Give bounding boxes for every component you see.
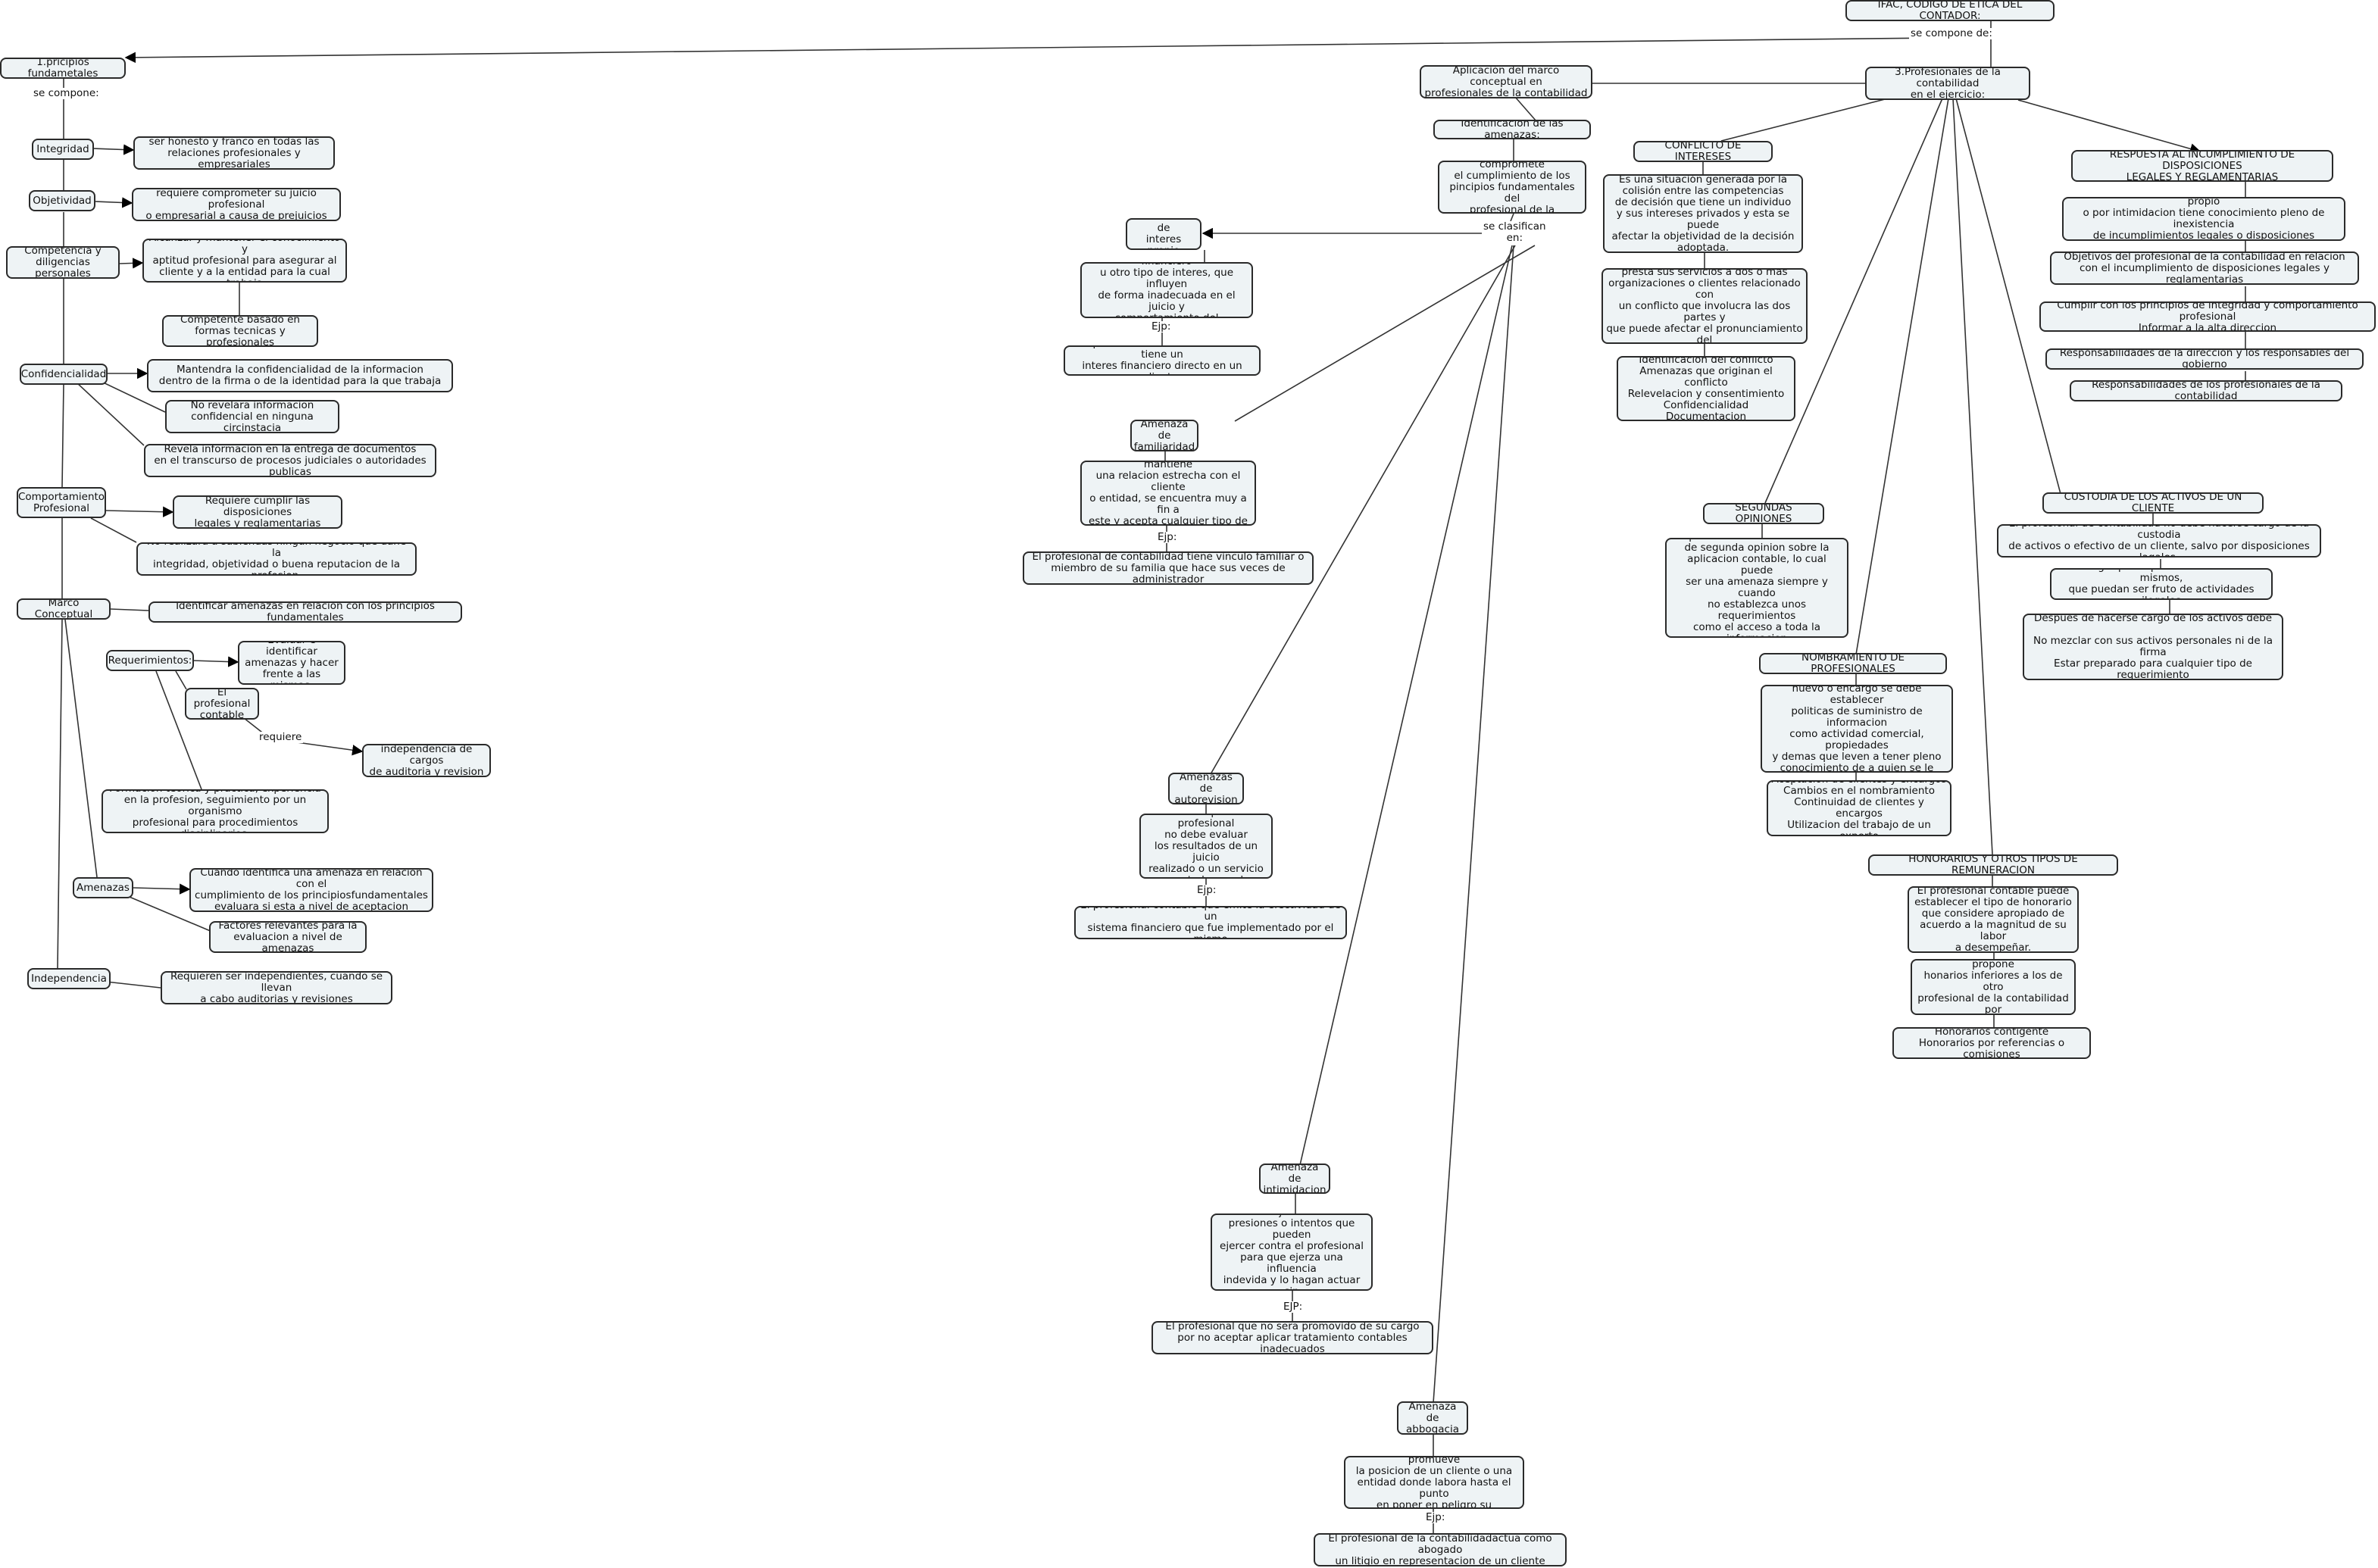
custodia-node[interactable]: CUSTODIA DE LOS ACTIVOS DE UN CLIENTE (2042, 492, 2264, 514)
independencia-cargos-node: independencia de cargos de auditoria y r… (362, 744, 491, 777)
respuesta-desc-3: Cumplir con los principios de integridad… (2039, 301, 2376, 332)
independencia-node[interactable]: Independencia (27, 968, 111, 989)
segundas-node[interactable]: SEGUNDAS OPINIONES (1703, 503, 1824, 524)
honorarios-desc-1: El profesional contable puede establecer… (1908, 886, 2079, 953)
custodia-desc-2: Indagar por la procedencia de los mismos… (2050, 568, 2273, 600)
familiaridad-node[interactable]: Amenaza de familiaridad (1130, 420, 1198, 451)
integridad-desc: ser honesto y franco en todas las relaci… (133, 136, 335, 170)
root-node[interactable]: IFAC, CODIGO DE ETICA DEL CONTADOR: (1845, 0, 2055, 21)
req-desc-1: Evaluar e identificar amenazas y hacer f… (238, 641, 345, 685)
profesional-contable-node[interactable]: El profesional contable (185, 688, 259, 720)
nombramiento-desc-1: En el momento de aceptacion de un nuevo … (1761, 685, 1953, 773)
conflicto-desc-1: Es una situación generada por la colisió… (1603, 174, 1803, 253)
requerimientos-node[interactable]: Requerimientos: (106, 650, 194, 671)
conflicto-node[interactable]: CONFLICTO DE INTERESES (1633, 141, 1773, 162)
root-link-label: se compone de: (1909, 27, 1994, 39)
abbogacia-ej-label: Ejp: (1424, 1511, 1447, 1523)
respuesta-desc-5: Responsabilidades de los profesionales d… (2070, 380, 2342, 401)
aplicacion-node[interactable]: Aplicación del marco conceptual en profe… (1420, 65, 1592, 98)
marco-desc-1: Identificar amenazas en relacion con los… (148, 601, 462, 623)
requiere-link-label: requiere (258, 731, 304, 743)
identificacion-node[interactable]: Identificacion de las amenazas: (1433, 120, 1591, 139)
intimidacion-desc: es aquella en la que se ejercen presione… (1211, 1213, 1373, 1291)
interes-propio-node[interactable]: Amenazas de interes propio (1126, 218, 1201, 250)
conf-desc-1: Mantendra la confidencialidad de la info… (147, 359, 453, 392)
autorevision-ej-label: Ejp: (1195, 884, 1218, 896)
honorarios-node[interactable]: HONORARIOS Y OTROS TIPOS DE REMUNERACION (1868, 854, 2118, 876)
formacion-node: Formacion teorica y practica, experienci… (102, 789, 329, 833)
abbogacia-desc: En la que el profesional promueve la pos… (1344, 1456, 1524, 1509)
competencia-node[interactable]: Competencia y diligencias personales (6, 246, 120, 279)
profesionales-ejercicio-node[interactable]: 3.Profesionales de la contabilidad en el… (1865, 67, 2030, 100)
custodia-desc-1: El profesional de contabilidad no debe h… (1997, 524, 2321, 558)
comportamiento-node[interactable]: Comportamiento Profesional (17, 487, 106, 518)
segundas-desc: El profesional de contabilidad puede rec… (1665, 538, 1848, 638)
abbogacia-node[interactable]: Amenaza de abbogacia (1397, 1401, 1468, 1435)
integridad-node[interactable]: Integridad (32, 139, 94, 160)
honorarios-desc-3: Honorarios contigente Honorarios por ref… (1892, 1027, 2091, 1059)
principios-node[interactable]: 1.pricipios fundametales (0, 58, 126, 79)
amen-desc-2: Factores relevantes para la evaluacion a… (209, 921, 367, 953)
principios-link-label: se compone: (32, 87, 101, 99)
abbogacia-ejemplo: El profesional de la contabilidadactua c… (1314, 1533, 1567, 1566)
nombramiento-node[interactable]: NOMBRAMIENTO DE PROFESIONALES (1759, 653, 1947, 674)
intimidacion-ej-label: EJP: (1282, 1301, 1305, 1313)
competencia-desc: Alcanzar y mantener el conocimiento y ap… (142, 239, 347, 283)
interes-ej-label: Ejp: (1150, 320, 1173, 333)
respuesta-desc-1: Cuando el profesional de la contabilidad… (2062, 197, 2345, 241)
conf-desc-2: No revelara informacion confidencial en … (165, 400, 339, 433)
objetividad-desc: requiere comprometer su juicio profesion… (132, 188, 341, 221)
autorevision-node[interactable]: Amenazas de autorevision (1168, 773, 1244, 804)
marco-node[interactable]: Marco Conceptual (17, 598, 111, 620)
competente-node: Competente basado en formas tecnicas y p… (162, 315, 318, 347)
comp-desc-1: Requiere cumplir las disposiciones legal… (173, 495, 342, 529)
respuesta-desc-4: Responsabilidades de la direccion y los … (2045, 348, 2364, 370)
respuesta-node[interactable]: RESPUESTA AL INCUMPLIMIENTO DE DISPOSICI… (2071, 150, 2333, 182)
honorarios-desc-2: Cuando otro profesional propone honarios… (1911, 959, 2076, 1015)
amenaza-definicion-node: es aquella que compromete el cumplimient… (1438, 161, 1586, 214)
objetividad-node[interactable]: Objetividad (29, 190, 95, 211)
autorevision-ejemplo: El profesional contable que emite la efe… (1074, 906, 1347, 939)
conflicto-desc-3: Identificacion del conflicto Amenazas qu… (1617, 356, 1795, 421)
nombramiento-desc-2: Aceptacion de clientes y encargos Cambio… (1767, 780, 1951, 836)
familiaridad-desc: En la que el profesional mantiene una re… (1080, 461, 1256, 526)
amen-desc-1: Cuando identifica una amenaza en relacio… (189, 868, 433, 912)
familiaridad-ej-label: Ejp: (1156, 531, 1179, 543)
conf-desc-3: Revela informacion en la entrega de docu… (144, 444, 436, 477)
familiaridad-ejemplo: El profesional de contabilidad tiene vin… (1023, 551, 1314, 585)
conflicto-desc-2: Cuando el profesional de contabilidad pr… (1601, 268, 1808, 344)
indep-desc-1: Requieren ser independientes, cuando se … (161, 971, 392, 1004)
custodia-desc-3: Despues de hacerse cargo de los activos … (2023, 614, 2283, 680)
intimidacion-node[interactable]: Amenaza de intimidacion (1259, 1164, 1330, 1194)
interes-ejemplo: El profesional de la contabilidad tiene … (1064, 345, 1261, 376)
comp-desc-2: No realizara a sabiendas ningun negocio … (136, 542, 417, 576)
autorevision-desc: En las que el profesional no debe evalua… (1139, 814, 1273, 879)
clasifican-link-label: se clasifican en: (1482, 220, 1548, 244)
respuesta-desc-2: Objetivos del profesional de la contabil… (2050, 251, 2359, 285)
amenazas-node[interactable]: Amenazas (73, 877, 133, 898)
confidencialidad-node[interactable]: Confidencialidad (20, 364, 108, 385)
intimidacion-ejemplo: El profesional que no sera promovido de … (1152, 1321, 1433, 1354)
